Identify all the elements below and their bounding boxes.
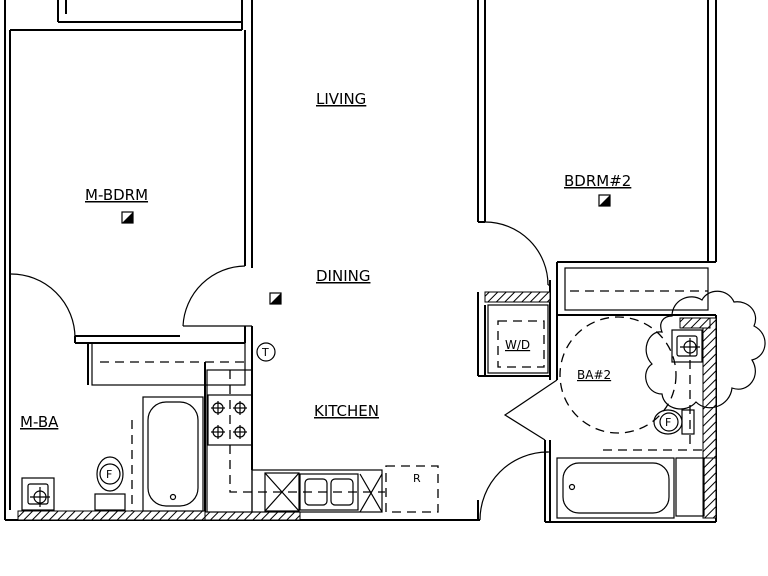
room-label-master-bedroom: M-BDRM: [85, 186, 148, 204]
room-label-dining: DINING: [316, 267, 370, 285]
washer-dryer-label: W/D: [505, 338, 530, 352]
marker-icons: [121, 194, 611, 305]
fan-label-master-bath: F: [106, 468, 112, 481]
thermostat-icon: T: [256, 342, 276, 362]
fan-icon: F: [99, 463, 121, 485]
door-swings: [9, 221, 558, 521]
kitchen-counters: R: [206, 369, 439, 513]
kitchen-sink: [299, 473, 359, 511]
closets: [91, 267, 709, 386]
refrigerator-label: R: [413, 472, 421, 485]
fan-icon: F: [659, 412, 679, 432]
thermostat-label: T: [261, 346, 269, 359]
master-bath-fixtures: [21, 396, 204, 512]
laundry-closet: [487, 304, 549, 374]
revision-cloud: [645, 290, 766, 410]
room-label-living: LIVING: [316, 90, 366, 108]
room-label-bedroom-2: BDRM#2: [564, 172, 631, 190]
room-label-bath-2: BA#2: [577, 368, 611, 382]
stove-burners: [211, 401, 247, 439]
room-label-master-bath: M-BA: [20, 413, 59, 431]
refrigerator: [385, 465, 439, 513]
hatched-walls: [17, 291, 717, 521]
bath-2-fixtures: [556, 316, 705, 519]
room-label-kitchen: KITCHEN: [314, 402, 379, 420]
stove: [207, 394, 253, 446]
fan-label-bath-2: F: [665, 416, 671, 429]
walls: [4, 0, 717, 523]
